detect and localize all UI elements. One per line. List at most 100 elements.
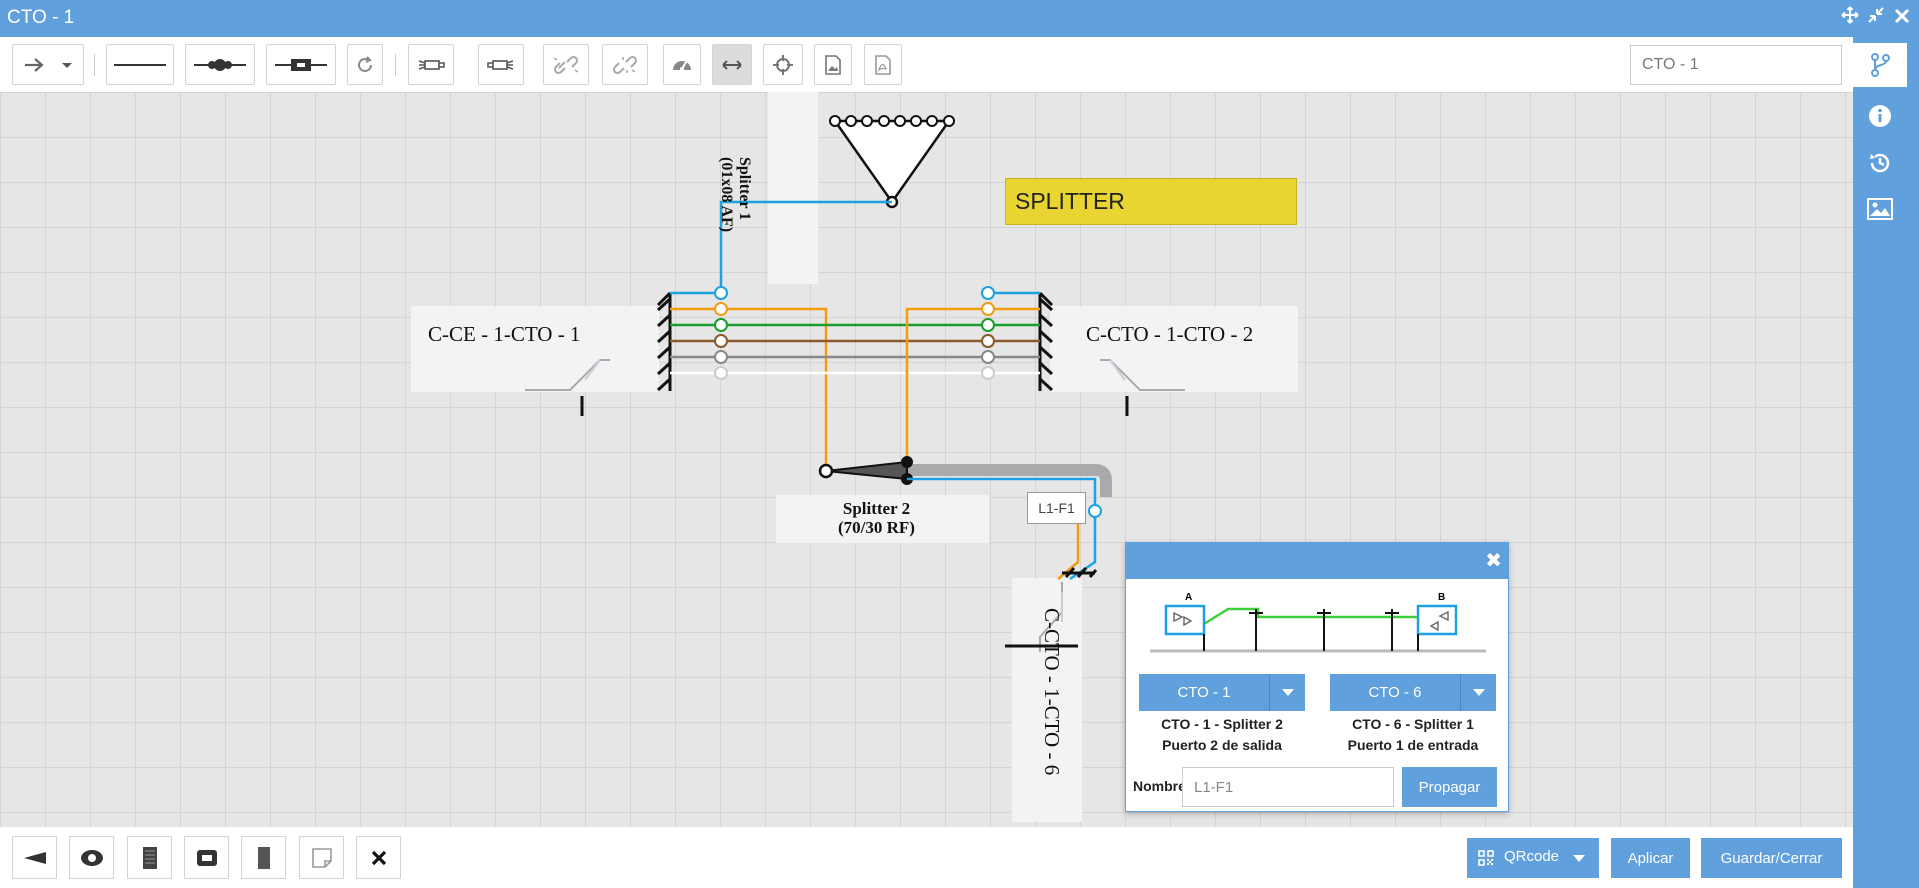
laser-reverse-icon — [487, 59, 514, 70]
right-sidebar — [1853, 37, 1919, 888]
chevron-down-icon[interactable] — [1460, 674, 1496, 711]
endpoint-a-select[interactable]: CTO - 1 — [1139, 674, 1305, 711]
splitter2-label-line2: (70/30 RF) — [838, 518, 915, 537]
popup-close-icon[interactable]: ✖ — [1485, 548, 1502, 572]
note-icon — [311, 847, 332, 868]
window-title: CTO - 1 — [7, 7, 75, 28]
tray-icon — [142, 846, 157, 869]
endpoint-a-select-label[interactable]: CTO - 1 — [1177, 684, 1231, 701]
sidebar-item-images[interactable] — [1853, 187, 1907, 231]
direction-dropdown[interactable] — [12, 44, 84, 85]
splitter2-panel — [776, 495, 989, 543]
splitter1-label-line2: (01x08 AF) — [718, 157, 735, 233]
center-view-button[interactable] — [763, 44, 803, 85]
add-splitter-button[interactable] — [12, 836, 57, 879]
add-tray-button[interactable] — [127, 836, 172, 879]
path-diagram: A B — [1150, 592, 1486, 653]
fiber-name-tag[interactable]: L1-F1 — [1027, 492, 1086, 524]
delete-button[interactable] — [356, 836, 401, 879]
move-icon[interactable] — [1839, 6, 1861, 30]
cable-right-ferrule — [1038, 291, 1054, 392]
endpoint-b-info: CTO - 6 - Splitter 1 Puerto 1 de entrada — [1333, 714, 1493, 756]
history-icon — [1870, 153, 1890, 173]
gauge-icon — [673, 60, 691, 71]
laser-right-button[interactable] — [478, 44, 524, 85]
endpoint-b-select[interactable]: CTO - 6 — [1330, 674, 1496, 711]
draw-line-button[interactable] — [106, 44, 174, 85]
refresh-button[interactable] — [347, 44, 383, 85]
fiber-path-orange[interactable] — [1057, 522, 1080, 580]
unlink-button[interactable] — [602, 44, 648, 85]
splitter2-symbol[interactable] — [818, 456, 913, 485]
collapse-icon[interactable] — [1865, 6, 1887, 30]
right-port-markers[interactable] — [981, 286, 995, 380]
export-image-button[interactable] — [814, 44, 852, 85]
diagram-svg — [525, 115, 1185, 652]
endpoint-a-marker: A — [1185, 592, 1192, 603]
bottom-port-marker[interactable] — [1088, 504, 1102, 518]
cable-bottom-glyph — [1005, 582, 1078, 652]
left-port-markers[interactable] — [714, 286, 728, 380]
fiber-path[interactable] — [719, 200, 892, 293]
search-input[interactable] — [1630, 45, 1842, 85]
splitter-note[interactable]: SPLITTER — [1005, 178, 1297, 225]
image-icon — [1867, 198, 1893, 220]
add-note-button[interactable] — [299, 836, 344, 879]
panel-icon — [257, 846, 270, 869]
sidebar-item-history[interactable] — [1853, 141, 1907, 185]
chevron-down-icon — [1573, 855, 1585, 862]
add-splice-button[interactable] — [185, 44, 255, 85]
crosshair-icon — [773, 54, 793, 75]
line-icon — [114, 63, 166, 66]
cable-bottom-panel — [1012, 578, 1082, 822]
laser-left-button[interactable] — [408, 44, 454, 85]
splitter1-panel — [768, 92, 818, 284]
closure-icon — [80, 849, 103, 866]
add-cable-button[interactable] — [184, 836, 229, 879]
title-bar: CTO - 1 — [0, 0, 1919, 37]
endpoint-b-line1: CTO - 6 - Splitter 1 — [1352, 716, 1474, 732]
name-field[interactable] — [1182, 767, 1394, 807]
fit-width-button[interactable] — [712, 44, 752, 85]
cable-left-ferrule — [656, 291, 672, 392]
endpoint-b-select-label[interactable]: CTO - 6 — [1368, 684, 1422, 701]
cable-left-label: C-CE - 1-CTO - 1 — [428, 322, 581, 346]
splitter1-label-line1: Splitter 1 — [736, 157, 753, 221]
endpoint-b-marker: B — [1438, 592, 1445, 603]
branch-icon — [1871, 53, 1890, 77]
cable-right-glyph — [1100, 359, 1185, 416]
cable-bottom-ferrule — [1062, 567, 1098, 578]
splitter-icon — [23, 851, 46, 864]
laser-icon — [418, 59, 445, 70]
add-connector-button[interactable] — [266, 44, 336, 85]
toolbar — [0, 37, 1853, 92]
toolbar-separator — [395, 54, 396, 76]
export-pdf-button[interactable] — [864, 44, 902, 85]
splitter1-label: Splitter 1 — [735, 157, 753, 220]
close-window-icon[interactable] — [1891, 6, 1913, 30]
link-button[interactable] — [543, 44, 589, 85]
power-meter-button[interactable] — [663, 44, 701, 85]
qrcode-label: QRcode — [1504, 848, 1560, 865]
save-close-button[interactable]: Guardar/Cerrar — [1701, 838, 1842, 878]
apply-button[interactable]: Aplicar — [1611, 838, 1690, 878]
right-fibers[interactable] — [905, 291, 1040, 462]
endpoint-b-line2: Puerto 1 de entrada — [1347, 737, 1479, 753]
add-panel-button[interactable] — [241, 836, 286, 879]
splitter1-symbol[interactable] — [829, 115, 955, 209]
add-closure-button[interactable] — [69, 836, 114, 879]
name-field-label: Nombre — [1133, 778, 1183, 794]
info-icon — [1869, 105, 1891, 127]
image-file-icon — [825, 54, 841, 75]
sidebar-item-fibers[interactable] — [1853, 43, 1907, 87]
sidebar-item-info[interactable] — [1853, 94, 1907, 138]
qrcode-button[interactable]: QRcode — [1467, 838, 1599, 878]
diagram-canvas[interactable]: Splitter 1 (01x08 AF) C-CE - 1-CTO - 1 C… — [0, 92, 1853, 827]
chevron-down-icon[interactable] — [1269, 674, 1305, 711]
cable-icon — [196, 849, 217, 866]
horizontal-arrows-icon — [722, 59, 742, 70]
connector-icon — [275, 58, 327, 71]
unlink-icon — [612, 55, 638, 74]
propagate-button[interactable]: Propagar — [1402, 767, 1497, 807]
